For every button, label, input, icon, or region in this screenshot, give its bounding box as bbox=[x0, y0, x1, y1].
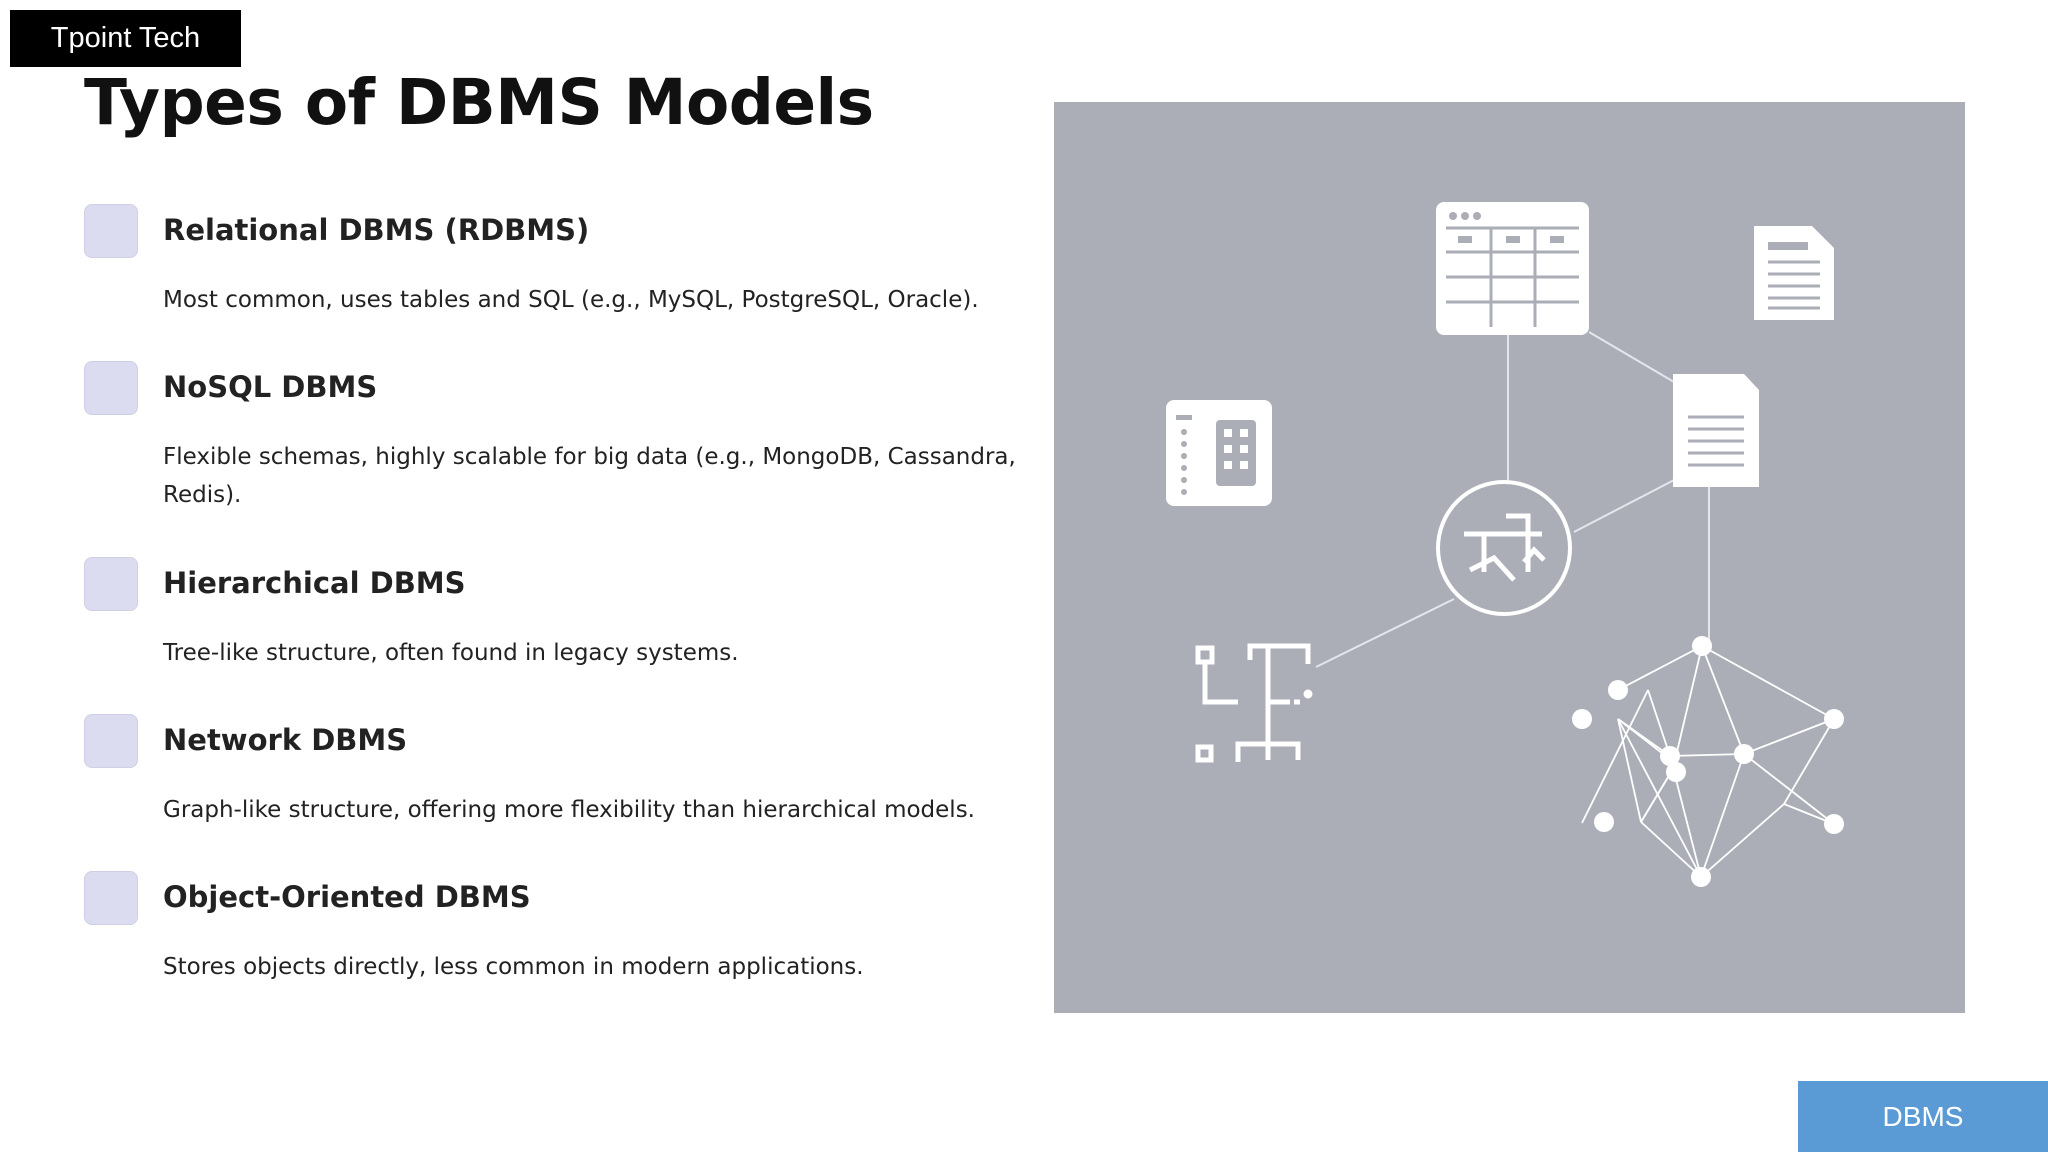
database-hub-icon bbox=[1436, 480, 1572, 616]
item-heading: NoSQL DBMS bbox=[163, 370, 378, 404]
document-icon bbox=[1754, 226, 1834, 320]
database-illustration bbox=[1054, 102, 1965, 1013]
item-description: Flexible schemas, highly scalable for bi… bbox=[163, 444, 1016, 508]
item-description: Most common, uses tables and SQL (e.g., … bbox=[163, 287, 979, 313]
item-description: Tree-like structure, often found in lega… bbox=[163, 640, 739, 666]
server-icon bbox=[1166, 400, 1272, 506]
table-icon bbox=[1436, 202, 1589, 335]
item-heading: Network DBMS bbox=[163, 723, 408, 757]
document-icon bbox=[1673, 374, 1759, 487]
item-heading: Relational DBMS (RDBMS) bbox=[163, 213, 590, 247]
checkbox[interactable] bbox=[84, 871, 138, 925]
item-description: Stores objects directly, less common in … bbox=[163, 954, 864, 980]
checkbox[interactable] bbox=[84, 204, 138, 258]
item-heading: Object-Oriented DBMS bbox=[163, 880, 531, 914]
checkbox[interactable] bbox=[84, 557, 138, 611]
tree-diagram-icon bbox=[1195, 643, 1313, 763]
topic-badge: DBMS bbox=[1798, 1081, 2048, 1152]
item-description: Graph-like structure, offering more flex… bbox=[163, 797, 975, 823]
network-graph-icon bbox=[1572, 636, 1844, 887]
item-heading: Hierarchical DBMS bbox=[163, 566, 466, 600]
checkbox[interactable] bbox=[84, 714, 138, 768]
brand-label: Tpoint Tech bbox=[10, 10, 241, 67]
slide-title: Types of DBMS Models bbox=[84, 66, 874, 139]
checkbox[interactable] bbox=[84, 361, 138, 415]
